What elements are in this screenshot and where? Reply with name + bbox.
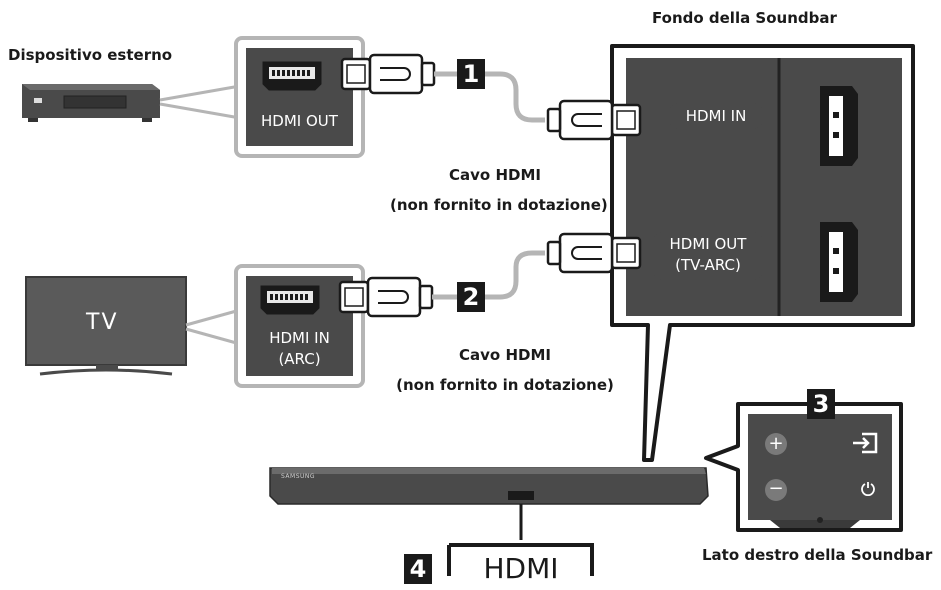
soundbar-hdmi-out-label-line2: (TV-ARC) (675, 256, 741, 274)
volume-up-button[interactable]: + (765, 433, 787, 455)
soundbar-hdmi-out-label-line1: HDMI OUT (669, 235, 747, 253)
cable-1-label-line1: Cavo HDMI (449, 166, 541, 184)
device-callout-line (159, 102, 241, 120)
minus-icon: − (768, 478, 784, 499)
step-1-badge: 1 (457, 59, 485, 89)
tv-callout-line (185, 327, 241, 346)
soundbar-icon (269, 467, 709, 540)
power-button[interactable] (860, 480, 876, 497)
step-3-badge: 3 (807, 389, 835, 419)
hdmi-cable-1 (340, 53, 642, 141)
soundbar-right-panel (704, 402, 903, 532)
source-button[interactable] (850, 430, 880, 456)
soundbar-hdmi-in-label: HDMI IN (668, 103, 764, 129)
tv-hdmi-in-label-line1: HDMI IN (269, 329, 330, 347)
soundbar-display (508, 491, 534, 500)
cable-2-label-line2: (non fornito in dotazione) (396, 376, 614, 394)
cable-2-label-line1: Cavo HDMI (459, 346, 551, 364)
cable-1-label-line2: (non fornito in dotazione) (390, 196, 608, 214)
power-icon (861, 482, 875, 497)
volume-down-button[interactable]: − (765, 479, 787, 501)
tv-label: TV (86, 310, 119, 335)
hdmi-cable-2 (338, 232, 642, 318)
display-hdmi-text: HDMI (483, 552, 559, 585)
device-hdmi-out-panel (234, 36, 365, 158)
display-callout-box (447, 543, 594, 576)
soundbar-bottom-label: Fondo della Soundbar (652, 9, 837, 27)
source-input-icon (853, 432, 878, 454)
soundbar-right-label: Lato destro della Soundbar (702, 546, 933, 564)
tv-callout-line (185, 308, 241, 327)
tv-hdmi-in-label: HDMI IN (ARC) (246, 328, 353, 370)
device-callout-line (159, 84, 241, 102)
cable-1-label: Cavo HDMI (non fornito in dotazione) (390, 160, 608, 220)
step-4-badge: 4 (404, 554, 432, 584)
external-device-label: Dispositivo esterno (8, 46, 173, 64)
cable-2-label: Cavo HDMI (non fornito in dotazione) (395, 340, 615, 400)
step-2-badge: 2 (457, 282, 485, 312)
external-device-icon (22, 84, 160, 122)
soundbar-brand: SAMSUNG (281, 473, 316, 480)
tv-hdmi-in-panel (234, 264, 365, 388)
tv-icon (25, 276, 187, 376)
soundbar-hdmi-out-label: HDMI OUT (TV-ARC) (652, 232, 764, 280)
device-hdmi-out-label: HDMI OUT (261, 112, 338, 130)
plus-icon: + (768, 433, 784, 454)
tv-hdmi-in-label-line2: (ARC) (278, 350, 321, 368)
